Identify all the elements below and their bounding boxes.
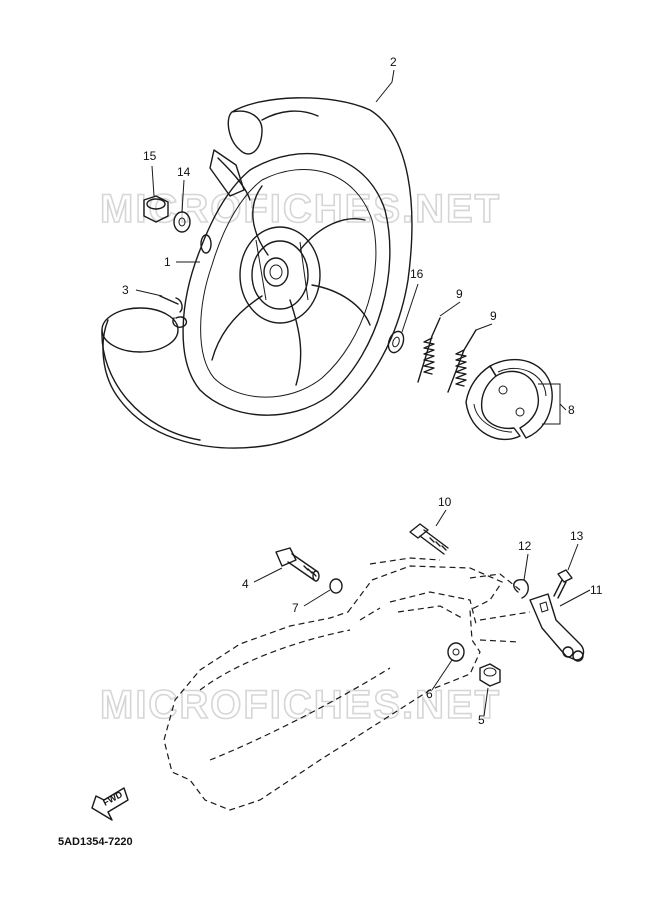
callout-7: 7	[292, 601, 299, 615]
crankcase-cover-outline	[163, 565, 503, 811]
brake-spring-1	[417, 317, 441, 383]
callout-1: 1	[164, 255, 171, 269]
callout-8: 8	[568, 403, 575, 417]
rim	[182, 152, 391, 416]
adjusting-bolt	[409, 523, 449, 555]
wheel-hub	[239, 226, 321, 324]
cover-nut	[479, 663, 501, 687]
watermark-top: MICROFICHES.NET	[100, 187, 501, 231]
callout-11: 11	[590, 583, 603, 597]
watermark-bottom: MICROFICHES.NET	[100, 683, 501, 727]
bracket-bolt	[553, 569, 573, 599]
callout-3: 3	[122, 283, 129, 297]
o-ring	[329, 578, 343, 594]
rear-wheel-tire-assembly	[101, 97, 413, 449]
valve-stem	[159, 295, 188, 328]
callout-14: 14	[177, 165, 191, 179]
callout-13: 13	[570, 529, 584, 543]
guide-lines-upper	[369, 557, 521, 591]
callout-9a: 9	[456, 287, 463, 301]
brake-shoe-kit	[465, 358, 567, 441]
shim	[387, 330, 405, 354]
axle-bolt	[275, 547, 320, 582]
tire-opening	[101, 307, 179, 353]
leader-lines	[135, 69, 591, 717]
callout-2: 2	[390, 55, 397, 69]
callout-4: 4	[242, 577, 249, 591]
callout-5: 5	[478, 713, 485, 727]
diagram-code: 5AD1354-7220	[58, 836, 133, 848]
cover-washer	[447, 642, 465, 662]
callout-9b: 9	[490, 309, 497, 323]
circlip	[513, 578, 529, 599]
callout-15: 15	[143, 149, 157, 163]
callout-12: 12	[518, 539, 532, 553]
callout-16: 16	[410, 267, 424, 281]
guide-lines-right	[479, 611, 531, 643]
brake-bracket	[529, 593, 585, 662]
tire	[102, 97, 413, 449]
forward-arrow-icon: FWD	[91, 787, 129, 821]
brake-spring-2	[447, 329, 477, 393]
axle-nut	[143, 195, 169, 223]
callout-10: 10	[438, 495, 452, 509]
callout-6: 6	[426, 687, 433, 701]
